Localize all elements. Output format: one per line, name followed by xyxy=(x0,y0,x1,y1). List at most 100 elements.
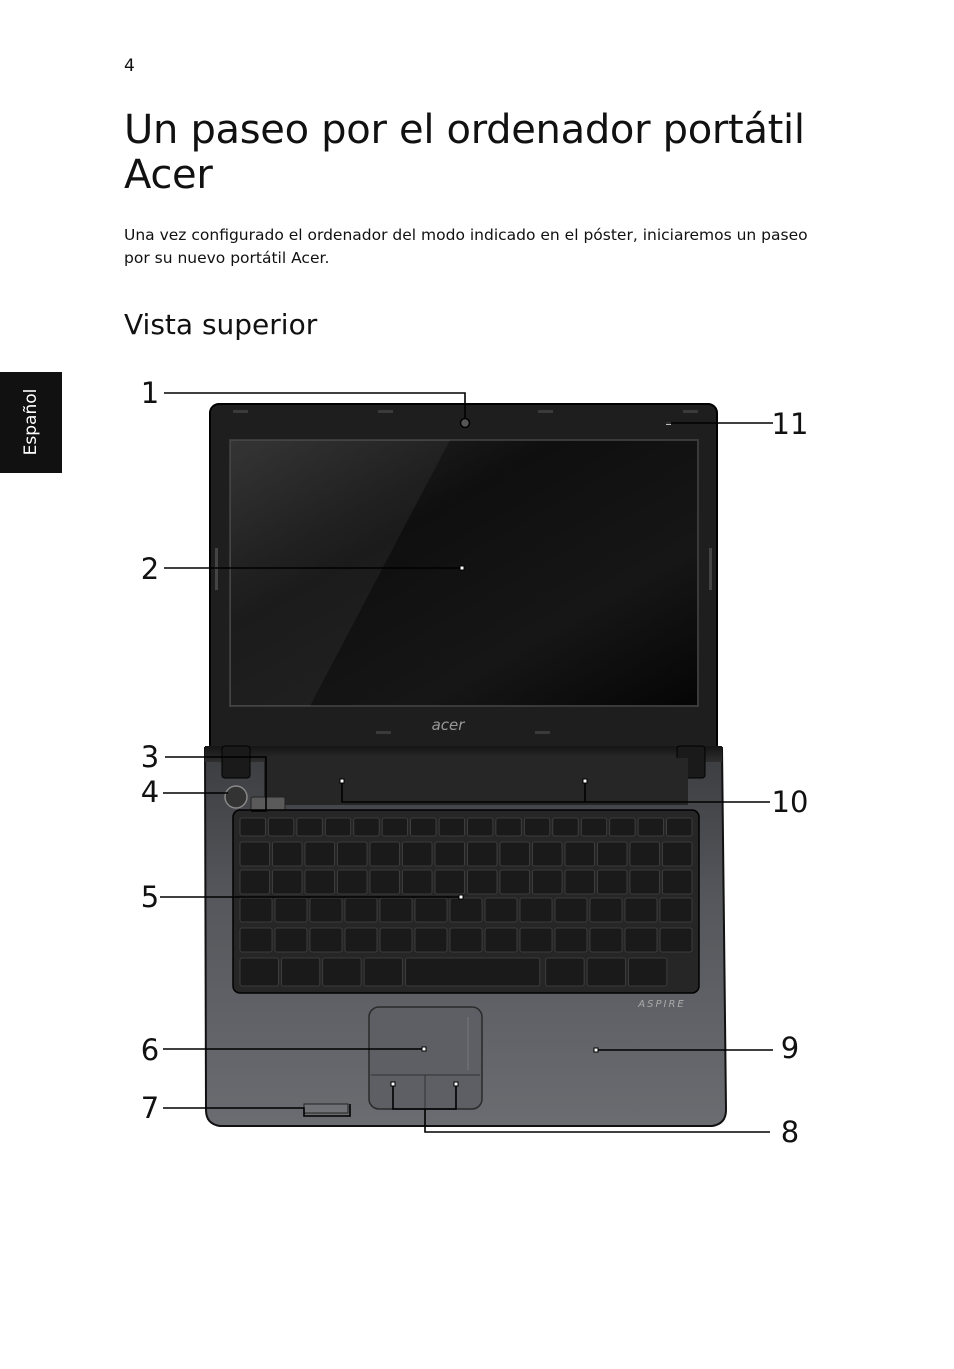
aspire-logo: ASPIRE xyxy=(637,999,685,1010)
keyboard-key xyxy=(434,841,465,867)
callout-7: 7 xyxy=(141,1091,159,1125)
keyboard-key xyxy=(564,841,595,867)
keyboard-key xyxy=(662,841,693,867)
keyboard-key xyxy=(554,897,588,923)
keyboard-key xyxy=(296,817,323,837)
keyboard-keys xyxy=(239,817,693,987)
lcd-screen xyxy=(229,439,699,707)
keyboard-key xyxy=(524,817,551,837)
status-indicators xyxy=(250,796,286,812)
keyboard-key xyxy=(434,869,465,895)
keyboard-key xyxy=(239,927,273,953)
keyboard-key xyxy=(545,957,585,987)
keyboard-key xyxy=(405,957,541,987)
keyboard-key xyxy=(467,869,498,895)
keyboard-key xyxy=(274,927,308,953)
keyboard-key xyxy=(467,841,498,867)
keyboard-key xyxy=(239,841,270,867)
callout-8: 8 xyxy=(781,1115,799,1149)
keyboard-key xyxy=(629,869,660,895)
keyboard-key xyxy=(629,841,660,867)
keyboard-key xyxy=(239,817,266,837)
keyboard-key xyxy=(239,957,279,987)
keyboard-key xyxy=(363,957,403,987)
power-button xyxy=(224,785,248,809)
callout-10: 10 xyxy=(772,785,809,819)
keyboard-key xyxy=(597,841,628,867)
keyboard-key xyxy=(274,897,308,923)
keyboard-key xyxy=(552,817,579,837)
keyboard-key xyxy=(589,927,623,953)
keyboard-key xyxy=(564,869,595,895)
keyboard-key xyxy=(484,897,518,923)
keyboard-key xyxy=(337,841,368,867)
callout-1: 1 xyxy=(141,376,159,410)
callout-numbers: 1 2 3 4 5 6 7 8 9 10 11 xyxy=(141,376,809,1149)
keyboard-key xyxy=(519,927,553,953)
display-lid xyxy=(209,403,718,755)
keyboard-key xyxy=(659,927,693,953)
keyboard-key xyxy=(414,897,448,923)
callout-4: 4 xyxy=(141,775,159,809)
keyboard-key xyxy=(309,897,343,923)
keyboard-key xyxy=(484,927,518,953)
callout-6: 6 xyxy=(141,1033,159,1067)
keyboard-key xyxy=(344,927,378,953)
keyboard-key xyxy=(379,897,413,923)
keyboard-key xyxy=(624,927,658,953)
page-number: 4 xyxy=(124,56,135,76)
keyboard-key xyxy=(309,927,343,953)
acer-logo: acer xyxy=(432,716,466,734)
keyboard-key xyxy=(532,841,563,867)
keyboard-key xyxy=(267,817,295,837)
keyboard-key xyxy=(554,927,588,953)
keyboard-key xyxy=(586,957,626,987)
lid-bumpers xyxy=(233,410,698,734)
keyboard-key xyxy=(304,841,335,867)
keyboard-key xyxy=(410,817,437,837)
keyboard-key xyxy=(280,957,321,987)
keyboard-key xyxy=(609,817,636,837)
keyboard-key xyxy=(337,869,368,895)
keyboard-key xyxy=(532,869,563,895)
keyboard-key xyxy=(414,927,448,953)
keyboard-key xyxy=(499,841,530,867)
keyboard-key xyxy=(662,869,693,895)
language-tab: Español xyxy=(0,372,62,473)
callout-lines xyxy=(160,392,773,1133)
keyboard-key xyxy=(659,897,693,923)
keyboard-key xyxy=(304,869,335,895)
callout-3: 3 xyxy=(141,740,159,774)
keyboard-key xyxy=(369,841,400,867)
speaker-grille xyxy=(264,758,688,805)
intro-paragraph: Una vez configurado el ordenador del mod… xyxy=(124,226,808,267)
keyboard-key xyxy=(272,841,303,867)
page-title: Un paseo por el ordenador portátil Acer xyxy=(124,107,805,198)
keyboard-key xyxy=(589,897,623,923)
keyboard-key xyxy=(597,869,628,895)
keyboard-key xyxy=(379,927,413,953)
keyboard-key xyxy=(637,817,664,837)
keyboard-key xyxy=(353,817,380,837)
section-title: Vista superior xyxy=(124,308,318,341)
keyboard-key xyxy=(344,897,378,923)
keyboard-key xyxy=(324,817,352,837)
keyboard-key xyxy=(519,897,553,923)
keyboard-key xyxy=(624,897,658,923)
keyboard-key xyxy=(322,957,362,987)
keyboard-key xyxy=(272,869,303,895)
keyboard-key xyxy=(499,869,530,895)
keyboard-key xyxy=(239,897,273,923)
keyboard-key xyxy=(580,817,608,837)
callout-dots xyxy=(339,565,599,1087)
keyboard-key xyxy=(381,817,409,837)
keyboard-key xyxy=(438,817,465,837)
keyboard-key xyxy=(467,817,494,837)
keyboard-key xyxy=(449,927,483,953)
front-indicators xyxy=(303,1103,349,1114)
callout-2: 2 xyxy=(141,552,159,586)
laptop-base: acer ASPIRE xyxy=(203,716,728,1127)
keyboard-key xyxy=(369,869,400,895)
keyboard-key xyxy=(402,869,433,895)
